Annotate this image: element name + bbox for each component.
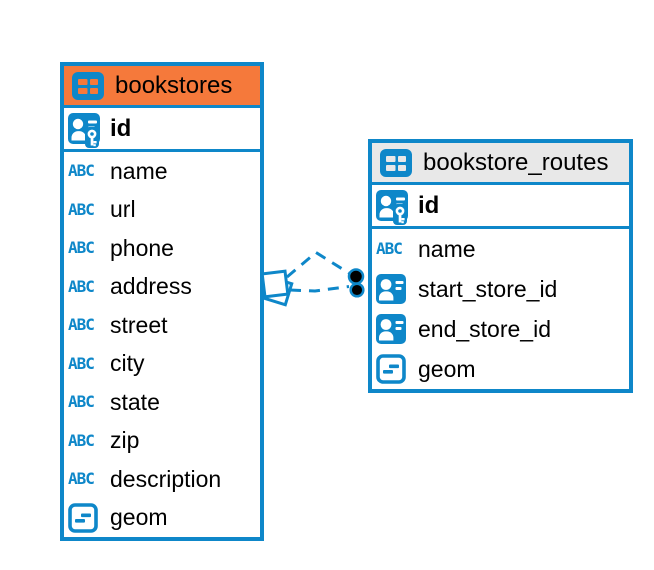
column-name: name [418,235,476,262]
column-name: id [110,114,132,142]
column-row-phone[interactable]: ABC phone [64,229,260,268]
column-row-description[interactable]: ABC description [64,460,260,499]
text-type-icon: ABC [68,315,95,335]
text-type-icon: ABC [68,392,95,412]
text-type-icon: ABC [68,469,95,489]
column-name: end_store_id [418,315,551,342]
text-type-icon: ABC [68,430,95,450]
column-name: phone [110,234,174,261]
text-type-icon: ABC [68,238,95,258]
column-row-end-store-id[interactable]: end_store_id [372,309,629,349]
column-name: city [110,350,145,377]
table-bookstore-routes[interactable]: bookstore_routes id ABC name start_store… [368,139,633,393]
text-type-icon: ABC [68,199,95,219]
primary-key-icon [376,186,410,226]
text-type-icon: ABC [68,353,95,373]
column-row-state[interactable]: ABC state [64,383,260,422]
column-name: url [110,196,136,223]
column-name: geom [418,355,476,382]
table-bookstores[interactable]: bookstores id ABC name ABC url ABC phone… [60,62,264,541]
geometry-type-icon [376,354,410,384]
text-type-icon: ABC [376,239,403,258]
geometry-type-icon [68,503,102,533]
table-header[interactable]: bookstores [64,66,260,108]
reference-icon [376,274,410,304]
column-row-zip[interactable]: ABC zip [64,422,260,461]
column-name: start_store_id [418,275,558,302]
relationship-line[interactable] [289,285,350,293]
column-row-start-store-id[interactable]: start_store_id [372,269,629,309]
text-type-icon: ABC [68,161,95,181]
table-title: bookstores [115,71,233,99]
table-icon [380,149,414,177]
table-header[interactable]: bookstore_routes [372,143,629,185]
table-icon [72,72,106,100]
column-name: id [418,191,440,219]
primary-key-icon [68,109,102,149]
connector-endpoint-dot [349,282,365,298]
column-row-name[interactable]: ABC name [64,152,260,191]
column-row-city[interactable]: ABC city [64,345,260,384]
column-name: zip [110,427,140,454]
column-row-geom[interactable]: geom [372,349,629,389]
column-row-street[interactable]: ABC street [64,306,260,345]
connector-endpoint-dot [347,268,365,285]
column-name: state [110,388,160,415]
column-row-id[interactable]: id [372,185,629,229]
column-name: name [110,157,168,184]
column-name: geom [110,504,168,531]
column-row-url[interactable]: ABC url [64,191,260,230]
table-title: bookstore_routes [423,148,609,176]
reference-icon [376,314,410,344]
column-name: street [110,311,168,338]
column-row-id[interactable]: id [64,108,260,152]
stacked-squares-marker [260,269,294,307]
relationship-line[interactable] [286,250,353,279]
column-row-geom[interactable]: geom [64,499,260,538]
column-row-address[interactable]: ABC address [64,268,260,307]
column-row-name[interactable]: ABC name [372,229,629,269]
text-type-icon: ABC [68,276,95,296]
column-name: address [110,273,192,300]
column-name: description [110,465,222,492]
